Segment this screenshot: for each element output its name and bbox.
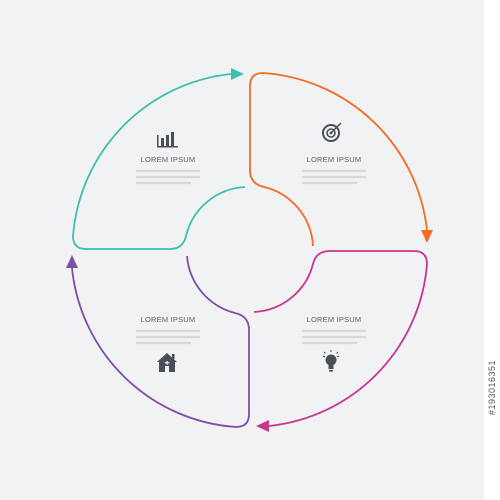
segment-top-right-title: LOREM IPSUM <box>307 155 362 164</box>
arrow-head-teal <box>231 68 244 80</box>
segment-bottom-left-outline <box>71 255 250 428</box>
bar-chart-icon <box>157 132 178 148</box>
segment-top-left-body <box>135 169 201 185</box>
segment-bottom-right-title: LOREM IPSUM <box>307 315 362 324</box>
segment-bottom-right: LOREM IPSUM <box>253 250 428 432</box>
stock-sidebar: #193016351 <box>484 0 500 500</box>
segment-bottom-left-body <box>135 329 201 345</box>
target-icon <box>322 122 342 142</box>
home-icon <box>157 353 177 372</box>
lightbulb-icon <box>322 350 340 372</box>
stock-id: #193016351 <box>487 360 497 416</box>
segment-top-right-body <box>301 169 367 185</box>
arrow-head-purple <box>66 255 78 268</box>
segment-top-left-outline <box>72 73 246 250</box>
segment-top-right: LOREM IPSUM <box>249 72 433 247</box>
segment-top-left: LOREM IPSUM <box>72 68 246 250</box>
segment-bottom-right-outline <box>253 250 428 427</box>
segment-bottom-left-title: LOREM IPSUM <box>141 315 196 324</box>
segment-top-right-outline <box>249 72 428 247</box>
segment-bottom-left: LOREM IPSUM <box>66 255 250 428</box>
segment-top-left-title: LOREM IPSUM <box>141 155 196 164</box>
arrow-head-orange <box>421 230 433 243</box>
arrow-head-magenta <box>256 420 269 432</box>
segment-bottom-right-body <box>301 329 367 345</box>
